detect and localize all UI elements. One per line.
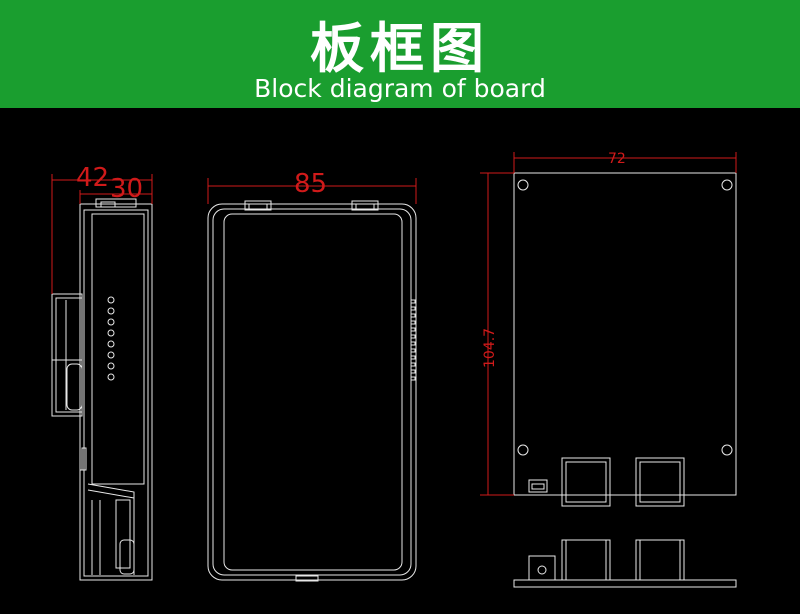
- edge-connector-left: [561, 539, 611, 581]
- front-view: [207, 200, 417, 582]
- page-title: 板框图: [310, 17, 490, 80]
- front-top-clip-right: [351, 200, 379, 211]
- page-subtitle: Block diagram of board: [254, 74, 546, 103]
- side-body-outline: [79, 203, 153, 581]
- front-led-dots: [410, 299, 416, 381]
- side-port: [66, 363, 83, 411]
- edge-connector-right: [635, 539, 685, 581]
- pcb-connector-right: [635, 457, 685, 507]
- pcb-switch: [528, 479, 548, 493]
- dim-front-width: 85: [294, 169, 327, 199]
- front-outline: [207, 203, 417, 581]
- dim-top-height: 104.7: [482, 328, 498, 368]
- pcb-top-view: [513, 172, 737, 507]
- pcb-connector-left: [561, 457, 611, 507]
- side-led-dots: [107, 296, 115, 381]
- edge-switch: [528, 555, 556, 581]
- dimension-lines: [51, 152, 737, 496]
- pcb-outline: [513, 172, 737, 496]
- pcb-mount-holes: [517, 179, 733, 456]
- front-top-clip-left: [244, 200, 272, 211]
- header-banner: 板框图 Block diagram of board: [0, 0, 800, 108]
- dim-side-body: 30: [110, 174, 143, 204]
- dim-side-total: 42: [76, 163, 109, 193]
- side-top-connector: [95, 198, 137, 208]
- dim-top-width: 72: [608, 151, 626, 167]
- side-view: [51, 198, 153, 581]
- pcb-edge-board: [513, 579, 737, 588]
- pcb-edge-view: [513, 539, 737, 588]
